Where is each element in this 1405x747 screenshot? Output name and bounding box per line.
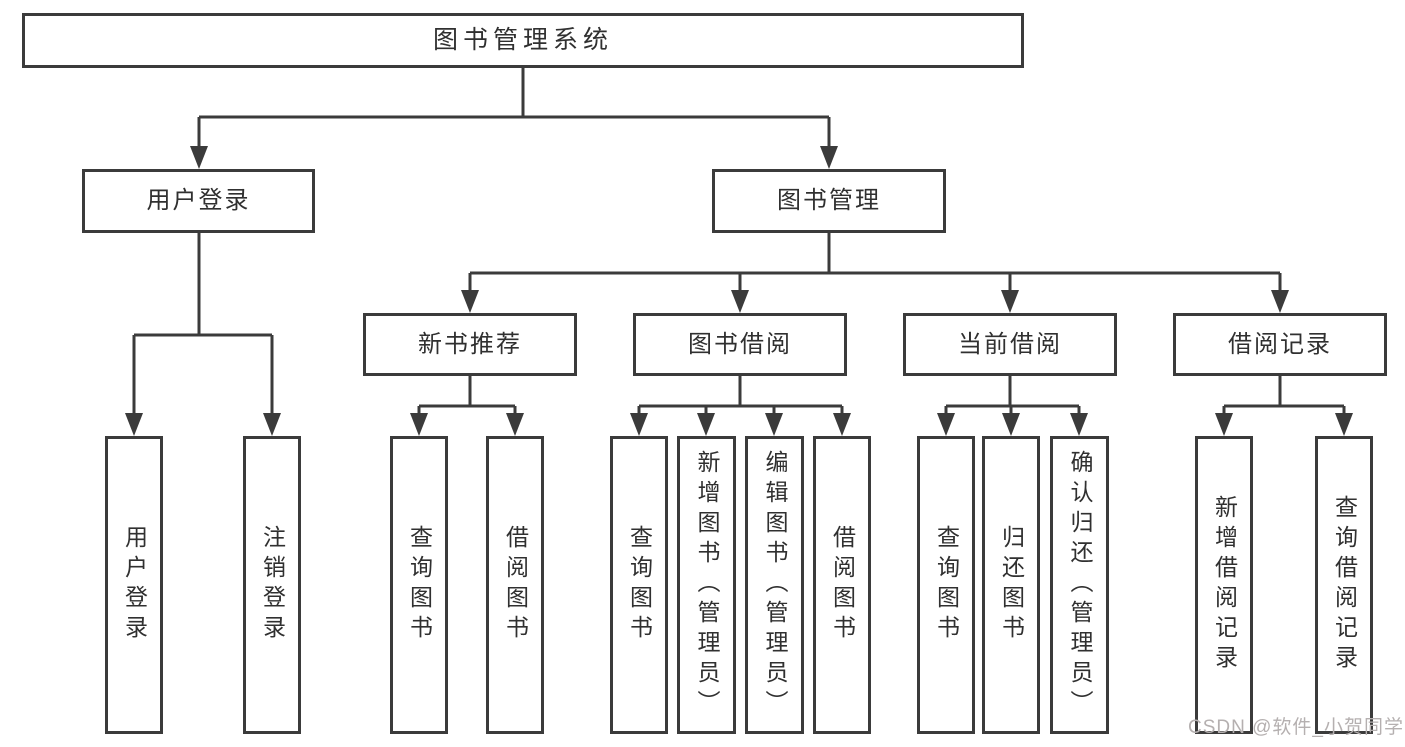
- node-leaf-logout: 注销登录: [243, 436, 301, 734]
- node-leaf-borrowing-query: 查询图书: [610, 436, 668, 734]
- arrow-down-icon: [1002, 413, 1020, 436]
- connector-records-to-leaves: [1215, 376, 1353, 436]
- connector-book-management-to-level3: [461, 233, 1289, 313]
- arrow-down-icon: [833, 413, 851, 436]
- node-leaf-current-return: 归还图书: [982, 436, 1040, 734]
- arrow-down-icon: [697, 413, 715, 436]
- node-borrowing-records: 借阅记录: [1173, 313, 1387, 376]
- node-leaf-current-query: 查询图书: [917, 436, 975, 734]
- node-leaf-current-confirm: 确认归还（管理员）: [1050, 436, 1109, 734]
- node-new-book-recommend: 新书推荐: [363, 313, 577, 376]
- arrow-down-icon: [263, 413, 281, 436]
- connector-borrowing-to-leaves: [630, 376, 851, 436]
- watermark-text: CSDN @软件_小贺同学: [1188, 717, 1404, 738]
- connector-recommend-to-leaves: [410, 376, 524, 436]
- node-user-login: 用户登录: [82, 169, 315, 233]
- arrow-down-icon: [731, 290, 749, 313]
- arrow-down-icon: [765, 413, 783, 436]
- connector-current-to-leaves: [937, 376, 1088, 436]
- arrow-down-icon: [1070, 413, 1088, 436]
- node-leaf-borrowing-edit: 编辑图书（管理员）: [745, 436, 804, 734]
- arrow-down-icon: [190, 146, 208, 169]
- arrow-down-icon: [820, 146, 838, 169]
- arrow-down-icon: [1215, 413, 1233, 436]
- arrow-down-icon: [1001, 290, 1019, 313]
- node-leaf-login: 用户登录: [105, 436, 163, 734]
- node-leaf-records-add: 新增借阅记录: [1195, 436, 1253, 734]
- arrow-down-icon: [461, 290, 479, 313]
- arrow-down-icon: [410, 413, 428, 436]
- connector-user-login-to-leaves: [125, 233, 281, 436]
- node-leaf-records-query: 查询借阅记录: [1315, 436, 1373, 734]
- arrow-down-icon: [937, 413, 955, 436]
- node-leaf-borrowing-add: 新增图书（管理员）: [677, 436, 736, 734]
- connector-root-to-level2: [190, 68, 838, 169]
- arrow-down-icon: [125, 413, 143, 436]
- node-current-borrowing: 当前借阅: [903, 313, 1117, 376]
- node-leaf-borrowing-borrow: 借阅图书: [813, 436, 871, 734]
- node-book-borrowing: 图书借阅: [633, 313, 847, 376]
- node-leaf-recommend-query: 查询图书: [390, 436, 448, 734]
- arrow-down-icon: [1335, 413, 1353, 436]
- node-book-management: 图书管理: [712, 169, 946, 233]
- arrow-down-icon: [1271, 290, 1289, 313]
- node-leaf-recommend-borrow: 借阅图书: [486, 436, 544, 734]
- node-root: 图书管理系统: [22, 13, 1024, 68]
- arrow-down-icon: [506, 413, 524, 436]
- arrow-down-icon: [630, 413, 648, 436]
